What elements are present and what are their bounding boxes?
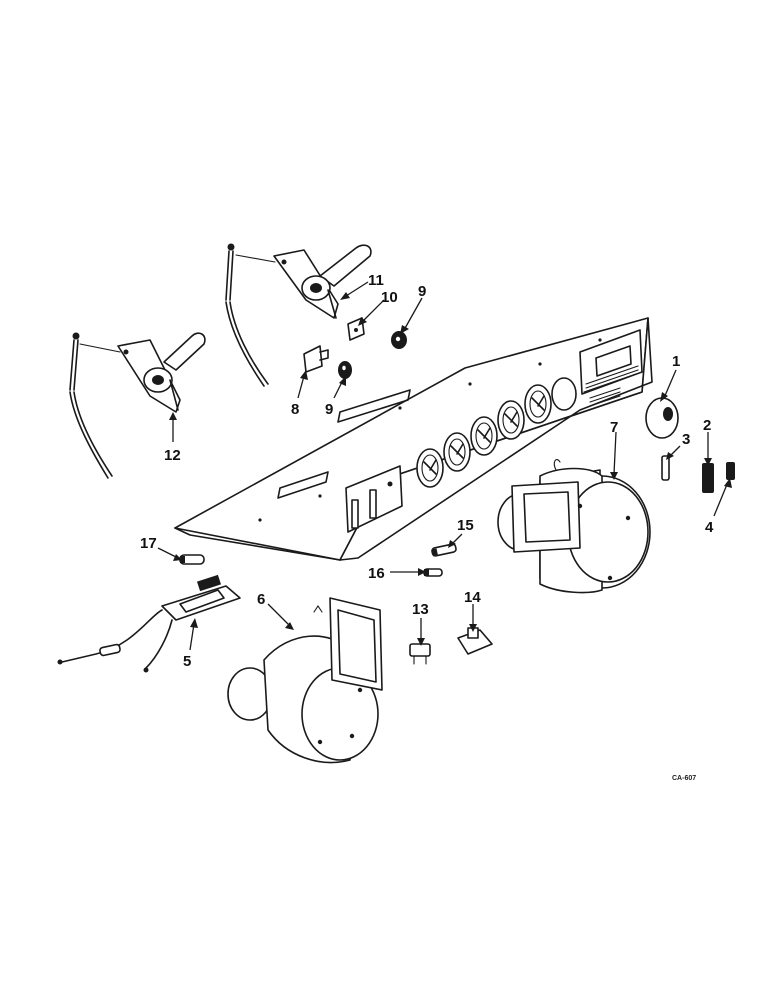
callout-3: 3 — [682, 431, 690, 448]
gauge-2 — [443, 432, 471, 472]
knob-part-9a — [391, 331, 407, 349]
callout-12: 12 — [164, 447, 181, 464]
gauge-1 — [416, 448, 444, 488]
blower-part-6 — [227, 597, 383, 764]
gauge-5 — [524, 384, 552, 424]
switch-part-8 — [303, 345, 329, 373]
blower-part-7 — [497, 459, 651, 594]
bolt-part-16 — [423, 568, 443, 577]
callout-9b: 9 — [325, 401, 333, 418]
callout-17: 17 — [140, 535, 157, 552]
leader-lines — [157, 281, 732, 651]
switch-assembly-part-5 — [57, 574, 241, 673]
fuse-part-17 — [179, 554, 205, 565]
callout-1: 1 — [672, 353, 680, 370]
gauge-4 — [497, 400, 525, 440]
callout-9a: 9 — [418, 283, 426, 300]
drawing-code: CA-607 — [672, 775, 696, 782]
connector-part-14 — [457, 627, 493, 655]
callout-8: 8 — [291, 401, 299, 418]
knob-part-1 — [645, 397, 679, 439]
callout-labels: 1 2 3 4 5 6 7 8 9 9 10 11 12 13 14 15 16… — [140, 272, 714, 782]
spring-part-2 — [702, 463, 714, 493]
knob-part-9b — [338, 361, 352, 379]
callout-5: 5 — [183, 653, 191, 670]
spring-part-4 — [726, 462, 735, 480]
callout-4: 4 — [705, 519, 714, 536]
callout-7: 7 — [610, 419, 618, 436]
control-panel-housing — [174, 317, 653, 561]
callout-13: 13 — [412, 601, 429, 618]
relay-part-13 — [409, 643, 431, 665]
bolt-part-15 — [431, 543, 457, 557]
callout-11: 11 — [368, 272, 384, 289]
callout-6: 6 — [257, 591, 265, 608]
callout-15: 15 — [457, 517, 474, 534]
pin-part-3 — [661, 455, 670, 481]
left-lever-assembly — [69, 332, 206, 479]
callout-2: 2 — [703, 417, 711, 434]
gauge-3 — [470, 416, 498, 456]
callout-16: 16 — [368, 565, 385, 582]
gauge-row — [416, 384, 552, 488]
right-lever-assembly — [225, 243, 372, 387]
callout-10: 10 — [381, 289, 398, 306]
callout-14: 14 — [464, 589, 481, 606]
